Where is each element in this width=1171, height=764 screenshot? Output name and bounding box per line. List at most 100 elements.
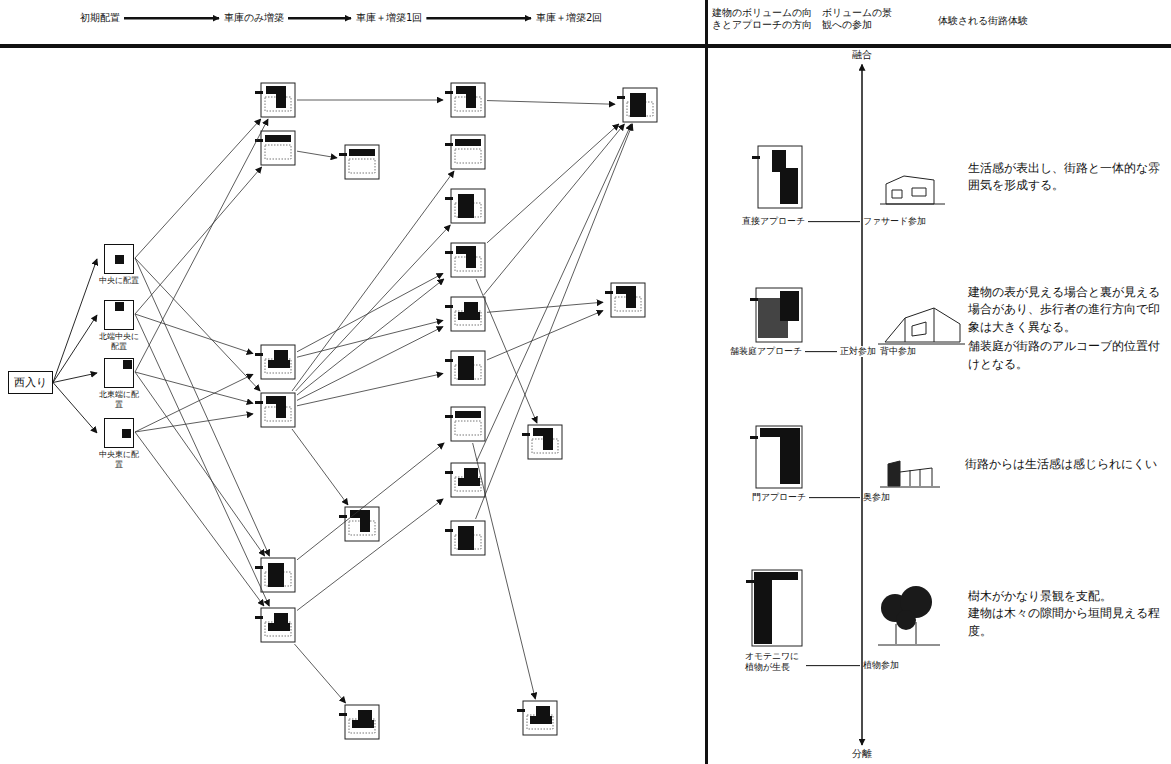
growth-arrow — [477, 124, 632, 461]
building-volume — [360, 518, 370, 532]
site-outline — [451, 351, 485, 385]
node-text: 北端中央に配置 — [97, 332, 141, 351]
yard-area — [455, 477, 481, 491]
building-mark — [115, 302, 124, 311]
leader-line — [808, 221, 860, 222]
garage-entry — [445, 415, 453, 418]
building-volume — [274, 613, 288, 623]
yard-area — [455, 311, 481, 325]
building-volume — [533, 428, 553, 436]
growth-arrow — [297, 443, 444, 560]
growth-arrow — [297, 374, 443, 406]
site-outline — [611, 283, 645, 317]
street-sketch — [878, 344, 965, 345]
site-thumbnail — [445, 243, 485, 277]
site-outline — [261, 131, 295, 165]
column-heading: ボリュームの景観への参加 — [822, 7, 898, 31]
building-volume — [772, 572, 798, 580]
garage-entry — [750, 436, 758, 439]
node-text: 北東端に配置 — [97, 390, 141, 409]
yard-area — [455, 149, 481, 163]
building-volume — [464, 302, 478, 312]
flow-arrow — [426, 17, 531, 20]
building-volume — [458, 312, 480, 320]
building-volume — [350, 510, 370, 518]
building-volume — [276, 94, 286, 108]
growth-arrow — [297, 499, 443, 611]
site-outline — [345, 705, 379, 739]
axis-label: 背中参加 — [880, 346, 916, 357]
axis-label: 植物参加 — [863, 660, 899, 671]
garage-entry — [750, 298, 758, 301]
building-volume — [536, 706, 550, 716]
garage-entry — [445, 251, 453, 254]
building-volume — [266, 396, 286, 404]
axis-label: 門アプローチ — [752, 492, 806, 503]
street-sketch — [892, 188, 926, 198]
axis-label: 舗装庭アプローチ — [730, 346, 802, 357]
street-sketch — [886, 176, 934, 204]
leader-line — [809, 497, 860, 498]
building-volume — [458, 478, 480, 486]
street-sketch — [905, 308, 934, 342]
growth-arrow — [476, 279, 537, 423]
approach-plan — [750, 288, 802, 342]
site-thumbnail — [445, 189, 485, 223]
growth-arrow — [135, 119, 268, 372]
building-mark — [122, 429, 131, 438]
node-text: 中央に配置 — [97, 276, 141, 286]
building-volume — [543, 436, 553, 450]
divider-line — [0, 44, 1171, 48]
building-volume — [358, 710, 372, 720]
site-outline — [758, 146, 802, 208]
leader-line — [805, 351, 837, 352]
site-thumbnail — [255, 345, 295, 379]
yard-area — [455, 421, 481, 435]
garage-entry — [445, 471, 453, 474]
site-thumbnail — [445, 521, 485, 555]
column-heading: 体験される街路体験 — [938, 15, 1028, 28]
note-text: 街路からは生活感は感じられにくい — [965, 456, 1168, 473]
street-sketch — [888, 461, 900, 486]
approach-plan — [750, 426, 802, 488]
growth-arrow — [487, 124, 619, 243]
site-thumbnail — [617, 88, 657, 122]
building-volume — [274, 350, 288, 360]
growth-arrow — [135, 314, 253, 354]
growth-arrow — [135, 432, 264, 606]
growth-arrow — [473, 443, 536, 699]
garage-entry — [255, 616, 263, 619]
building-volume — [530, 716, 552, 724]
axis-label: 融合 — [852, 49, 872, 62]
site-outline — [345, 507, 379, 541]
growth-arrow — [476, 124, 633, 519]
growth-arrow — [487, 101, 615, 105]
thumbnail-group — [255, 83, 657, 739]
garage-entry — [445, 305, 453, 308]
building-volume — [780, 291, 799, 321]
column-heading: 車庫＋増築1回 — [356, 12, 422, 25]
site-outline — [528, 425, 562, 459]
tree-crown — [896, 610, 916, 630]
building-volume — [458, 356, 474, 380]
column-heading: 初期配置 — [80, 12, 120, 25]
yard-area — [265, 622, 291, 636]
garage-entry — [445, 143, 453, 146]
garage-entry — [445, 91, 453, 94]
garage-entry — [605, 291, 613, 294]
site-outline — [345, 145, 379, 179]
building-volume — [458, 526, 474, 550]
site-thumbnail — [445, 407, 485, 441]
building-mark — [115, 255, 124, 264]
note-text: 樹木がかなり景観を支配。 — [968, 588, 1163, 605]
site-outline — [451, 189, 485, 223]
garage-entry — [445, 359, 453, 362]
divider-line — [705, 0, 708, 764]
approach-plan — [746, 570, 802, 646]
site-thumbnail — [339, 145, 379, 179]
building-volume — [466, 254, 476, 268]
site-thumbnail — [255, 131, 295, 165]
growth-arrow — [135, 314, 269, 606]
building-volume — [464, 468, 478, 478]
